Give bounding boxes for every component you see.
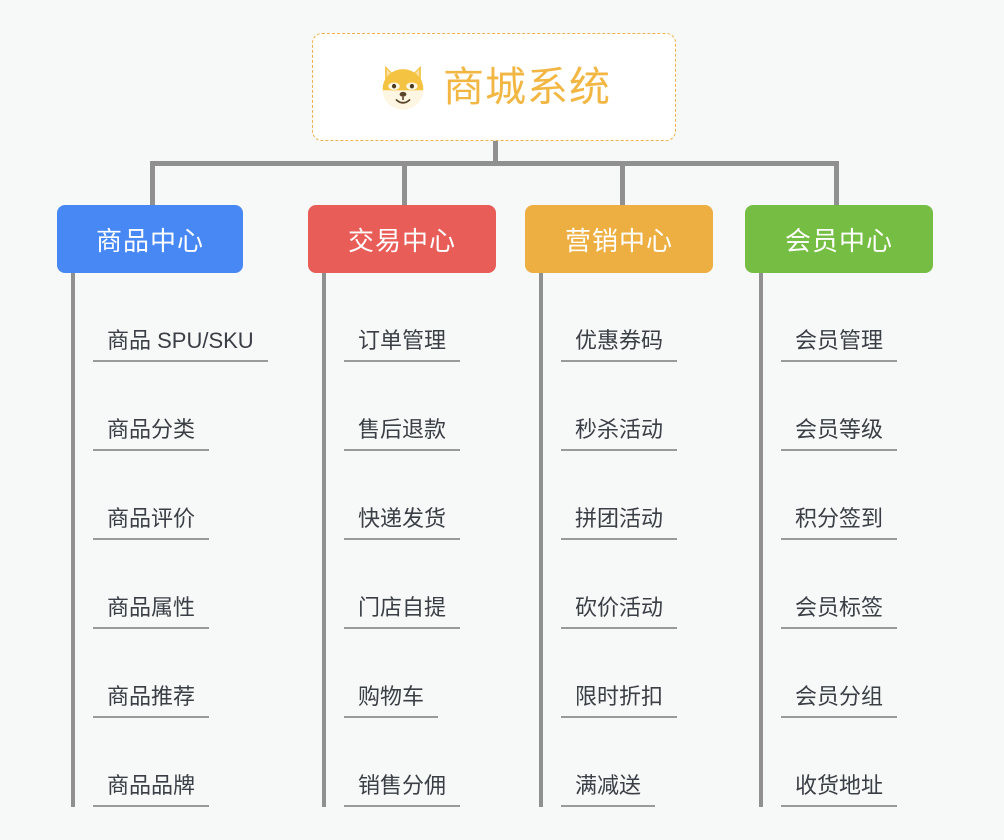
root-title: 商城系统 — [443, 63, 611, 110]
category-label-4: 会员中心 — [784, 225, 893, 256]
list-item[interactable]: 满减送 — [561, 718, 749, 807]
list-item[interactable]: 商品属性 — [93, 540, 281, 629]
category-box-4[interactable]: 会员中心 — [745, 205, 933, 273]
leaf-label: 砍价活动 — [561, 595, 678, 629]
leaf-label: 商品 SPU/SKU — [93, 328, 268, 362]
list-item[interactable]: 购物车 — [344, 629, 532, 718]
branch-column-3: 营销中心 优惠券码 秒杀活动 拼团活动 砍价活动 限时折扣 满减送 — [525, 205, 749, 807]
leaf-label: 门店自提 — [344, 595, 461, 629]
category-label-1: 商品中心 — [95, 225, 204, 256]
category-box-2[interactable]: 交易中心 — [308, 205, 496, 273]
list-item[interactable]: 优惠券码 — [561, 273, 749, 362]
connector-root-stem — [493, 141, 498, 165]
connector-horizontal-bus — [150, 161, 839, 166]
list-item[interactable]: 商品评价 — [93, 451, 281, 540]
category-label-3: 营销中心 — [564, 225, 673, 256]
category-box-3[interactable]: 营销中心 — [525, 205, 713, 273]
leaf-label: 会员标签 — [781, 595, 898, 629]
connector-drop-1 — [150, 161, 155, 205]
leaf-label: 商品品牌 — [93, 773, 210, 807]
leaf-list-4: 会员管理 会员等级 积分签到 会员标签 会员分组 收货地址 — [759, 273, 969, 807]
leaf-list-3: 优惠券码 秒杀活动 拼团活动 砍价活动 限时折扣 满减送 — [539, 273, 749, 807]
list-item[interactable]: 会员管理 — [781, 273, 969, 362]
branch-column-1: 商品中心 商品 SPU/SKU 商品分类 商品评价 商品属性 商品推荐 商品品牌 — [57, 205, 281, 807]
list-item[interactable]: 售后退款 — [344, 362, 532, 451]
leaf-label: 秒杀活动 — [561, 417, 678, 451]
list-item[interactable]: 限时折扣 — [561, 629, 749, 718]
list-item[interactable]: 快递发货 — [344, 451, 532, 540]
leaf-label: 积分签到 — [781, 506, 898, 540]
leaf-label: 快递发货 — [344, 506, 461, 540]
list-item[interactable]: 商品推荐 — [93, 629, 281, 718]
leaf-label: 满减送 — [561, 773, 656, 807]
list-item[interactable]: 会员等级 — [781, 362, 969, 451]
leaf-label: 优惠券码 — [561, 328, 678, 362]
leaf-list-1: 商品 SPU/SKU 商品分类 商品评价 商品属性 商品推荐 商品品牌 — [71, 273, 281, 807]
list-item[interactable]: 拼团活动 — [561, 451, 749, 540]
list-item[interactable]: 积分签到 — [781, 451, 969, 540]
leaf-label: 销售分佣 — [344, 773, 461, 807]
connector-drop-4 — [834, 161, 839, 205]
leaf-label: 收货地址 — [781, 773, 898, 807]
list-item[interactable]: 收货地址 — [781, 718, 969, 807]
list-item[interactable]: 商品分类 — [93, 362, 281, 451]
leaf-label: 会员等级 — [781, 417, 898, 451]
leaf-label: 会员分组 — [781, 684, 898, 718]
list-item[interactable]: 门店自提 — [344, 540, 532, 629]
list-item[interactable]: 订单管理 — [344, 273, 532, 362]
leaf-label: 商品属性 — [93, 595, 210, 629]
list-item[interactable]: 会员标签 — [781, 540, 969, 629]
leaf-label: 售后退款 — [344, 417, 461, 451]
leaf-label: 会员管理 — [781, 328, 898, 362]
leaf-label: 拼团活动 — [561, 506, 678, 540]
list-item[interactable]: 会员分组 — [781, 629, 969, 718]
leaf-label: 商品分类 — [93, 417, 210, 451]
list-item[interactable]: 商品 SPU/SKU — [93, 273, 281, 362]
leaf-label: 商品推荐 — [93, 684, 210, 718]
category-box-1[interactable]: 商品中心 — [57, 205, 243, 273]
leaf-label: 商品评价 — [93, 506, 210, 540]
root-node[interactable]: 商城系统 — [312, 33, 676, 141]
list-item[interactable]: 销售分佣 — [344, 718, 532, 807]
category-label-2: 交易中心 — [347, 225, 456, 256]
shiba-dog-icon — [377, 61, 429, 113]
list-item[interactable]: 砍价活动 — [561, 540, 749, 629]
connector-drop-2 — [402, 161, 407, 205]
leaf-list-2: 订单管理 售后退款 快递发货 门店自提 购物车 销售分佣 — [322, 273, 532, 807]
connector-drop-3 — [620, 161, 625, 205]
list-item[interactable]: 秒杀活动 — [561, 362, 749, 451]
branch-column-2: 交易中心 订单管理 售后退款 快递发货 门店自提 购物车 销售分佣 — [308, 205, 532, 807]
branch-column-4: 会员中心 会员管理 会员等级 积分签到 会员标签 会员分组 收货地址 — [745, 205, 969, 807]
leaf-label: 订单管理 — [344, 328, 461, 362]
leaf-label: 限时折扣 — [561, 684, 678, 718]
list-item[interactable]: 商品品牌 — [93, 718, 281, 807]
leaf-label: 购物车 — [344, 684, 439, 718]
